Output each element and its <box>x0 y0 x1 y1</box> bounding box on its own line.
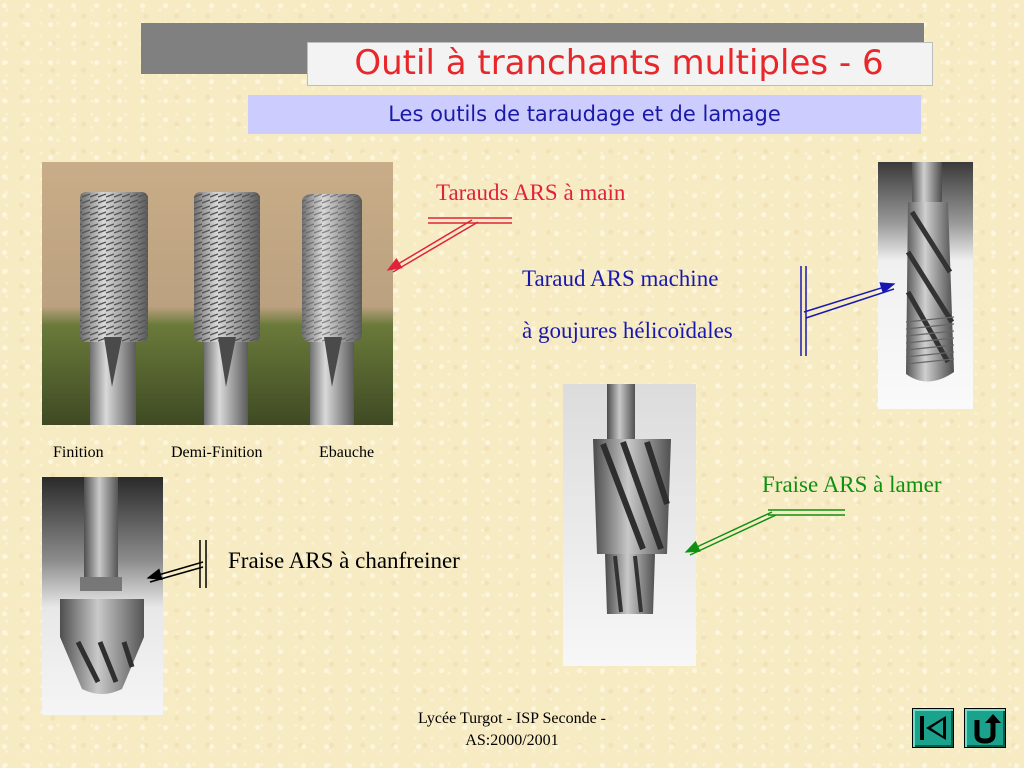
hand-taps-photo <box>42 162 393 425</box>
title-box <box>307 42 933 86</box>
arrow-chamfer-cutter <box>146 540 207 588</box>
label-counterbore: Fraise ARS à lamer <box>762 472 942 497</box>
return-button[interactable] <box>964 708 1006 748</box>
label-machine-tap-line2: à goujures hélicoïdales <box>522 318 733 343</box>
subtitle-box <box>248 95 921 134</box>
footer: Lycée Turgot - ISP Seconde - AS:2000/200… <box>380 708 644 752</box>
caption-finition: Finition <box>53 444 104 461</box>
label-machine-tap-line1: Taraud ARS machine <box>522 266 719 291</box>
first-slide-button[interactable] <box>912 708 954 748</box>
label-chamfer-cutter: Fraise ARS à chanfreiner <box>228 548 460 573</box>
return-icon <box>974 714 1001 744</box>
slide-title: Outil à tranchants multiples - 6 <box>354 43 884 83</box>
caption-demi-finition: Demi-Finition <box>171 444 263 461</box>
footer-line2: AS:2000/2001 <box>465 732 559 749</box>
label-hand-taps: Tarauds ARS à main <box>436 180 626 205</box>
arrow-hand-taps <box>386 217 512 273</box>
first-slide-icon <box>920 716 946 740</box>
machine-tap-photo <box>878 162 973 409</box>
arrow-machine-tap <box>800 266 896 356</box>
counterbore-photo <box>563 384 696 666</box>
footer-line1: Lycée Turgot - ISP Seconde - <box>418 710 606 727</box>
slide-subtitle: Les outils de taraudage et de lamage <box>388 102 781 126</box>
caption-ebauche: Ebauche <box>319 444 375 461</box>
arrow-counterbore <box>684 509 845 556</box>
chamfer-cutter-photo <box>42 477 163 715</box>
